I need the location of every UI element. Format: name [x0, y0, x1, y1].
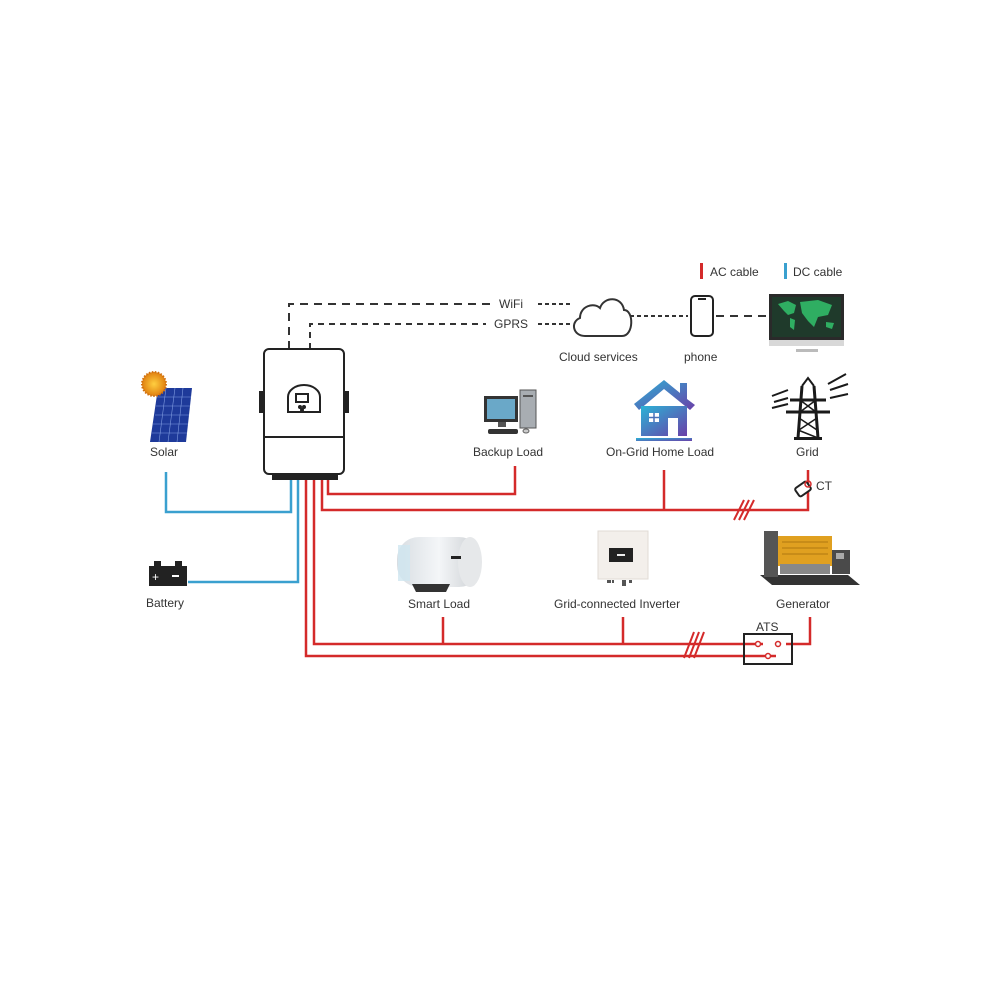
solar-panel-icon [141, 371, 192, 443]
svg-text:+: + [152, 570, 159, 584]
generator-icon [760, 531, 860, 585]
ats-label: ATS [756, 620, 778, 634]
ac-cable-label: AC cable [710, 265, 759, 279]
grid-inverter-label: Grid-connected Inverter [554, 597, 680, 611]
ac-cable-smart-load-bus [312, 480, 763, 646]
monitor-icon [769, 294, 844, 352]
ac-cable-generator [786, 617, 812, 646]
three-phase-marker-grid [733, 499, 755, 521]
dc-cable-battery [188, 480, 300, 584]
ac-cable-backup-load [326, 466, 517, 496]
ac-cable-grid [320, 470, 810, 512]
ac-cable-gen-bus [304, 480, 776, 658]
cloud-services-label: Cloud services [559, 350, 638, 364]
ct-label: CT [816, 479, 833, 493]
sun-icon [141, 371, 167, 397]
house-icon [634, 380, 695, 441]
water-heater-icon [397, 537, 482, 592]
smart-load-label: Smart Load [408, 597, 470, 611]
wifi-label: WiFi [499, 297, 523, 311]
dc-cable-solar [164, 472, 293, 514]
legend: AC cable DC cable [700, 263, 843, 279]
communication-lines [288, 303, 768, 349]
battery-icon: + [149, 561, 187, 586]
gprs-line [309, 323, 486, 349]
three-phase-marker-generator [683, 631, 705, 659]
wifi-line [288, 303, 490, 349]
phone-label: phone [684, 350, 718, 364]
solar-label: Solar [150, 445, 178, 459]
phone-icon [690, 295, 714, 337]
ats-switch-icon [743, 633, 793, 665]
dc-cable-label: DC cable [793, 265, 843, 279]
battery-label: Battery [146, 596, 184, 610]
ct-sensor-icon [794, 480, 812, 498]
grid-inverter-icon [597, 530, 649, 586]
home-load-label: On-Grid Home Load [606, 445, 714, 459]
grid-label: Grid [796, 445, 819, 459]
dc-cables [164, 472, 300, 584]
ac-cable-swatch [700, 263, 703, 279]
hybrid-inverter-icon [259, 348, 349, 480]
gprs-label: GPRS [494, 317, 528, 331]
generator-label: Generator [776, 597, 830, 611]
dc-cable-swatch [784, 263, 787, 279]
grid-tower-icon [771, 373, 849, 440]
backup-load-label: Backup Load [473, 445, 543, 459]
ac-cables [304, 466, 812, 658]
desktop-computer-icon [484, 389, 537, 434]
cloud-icon [573, 298, 633, 337]
